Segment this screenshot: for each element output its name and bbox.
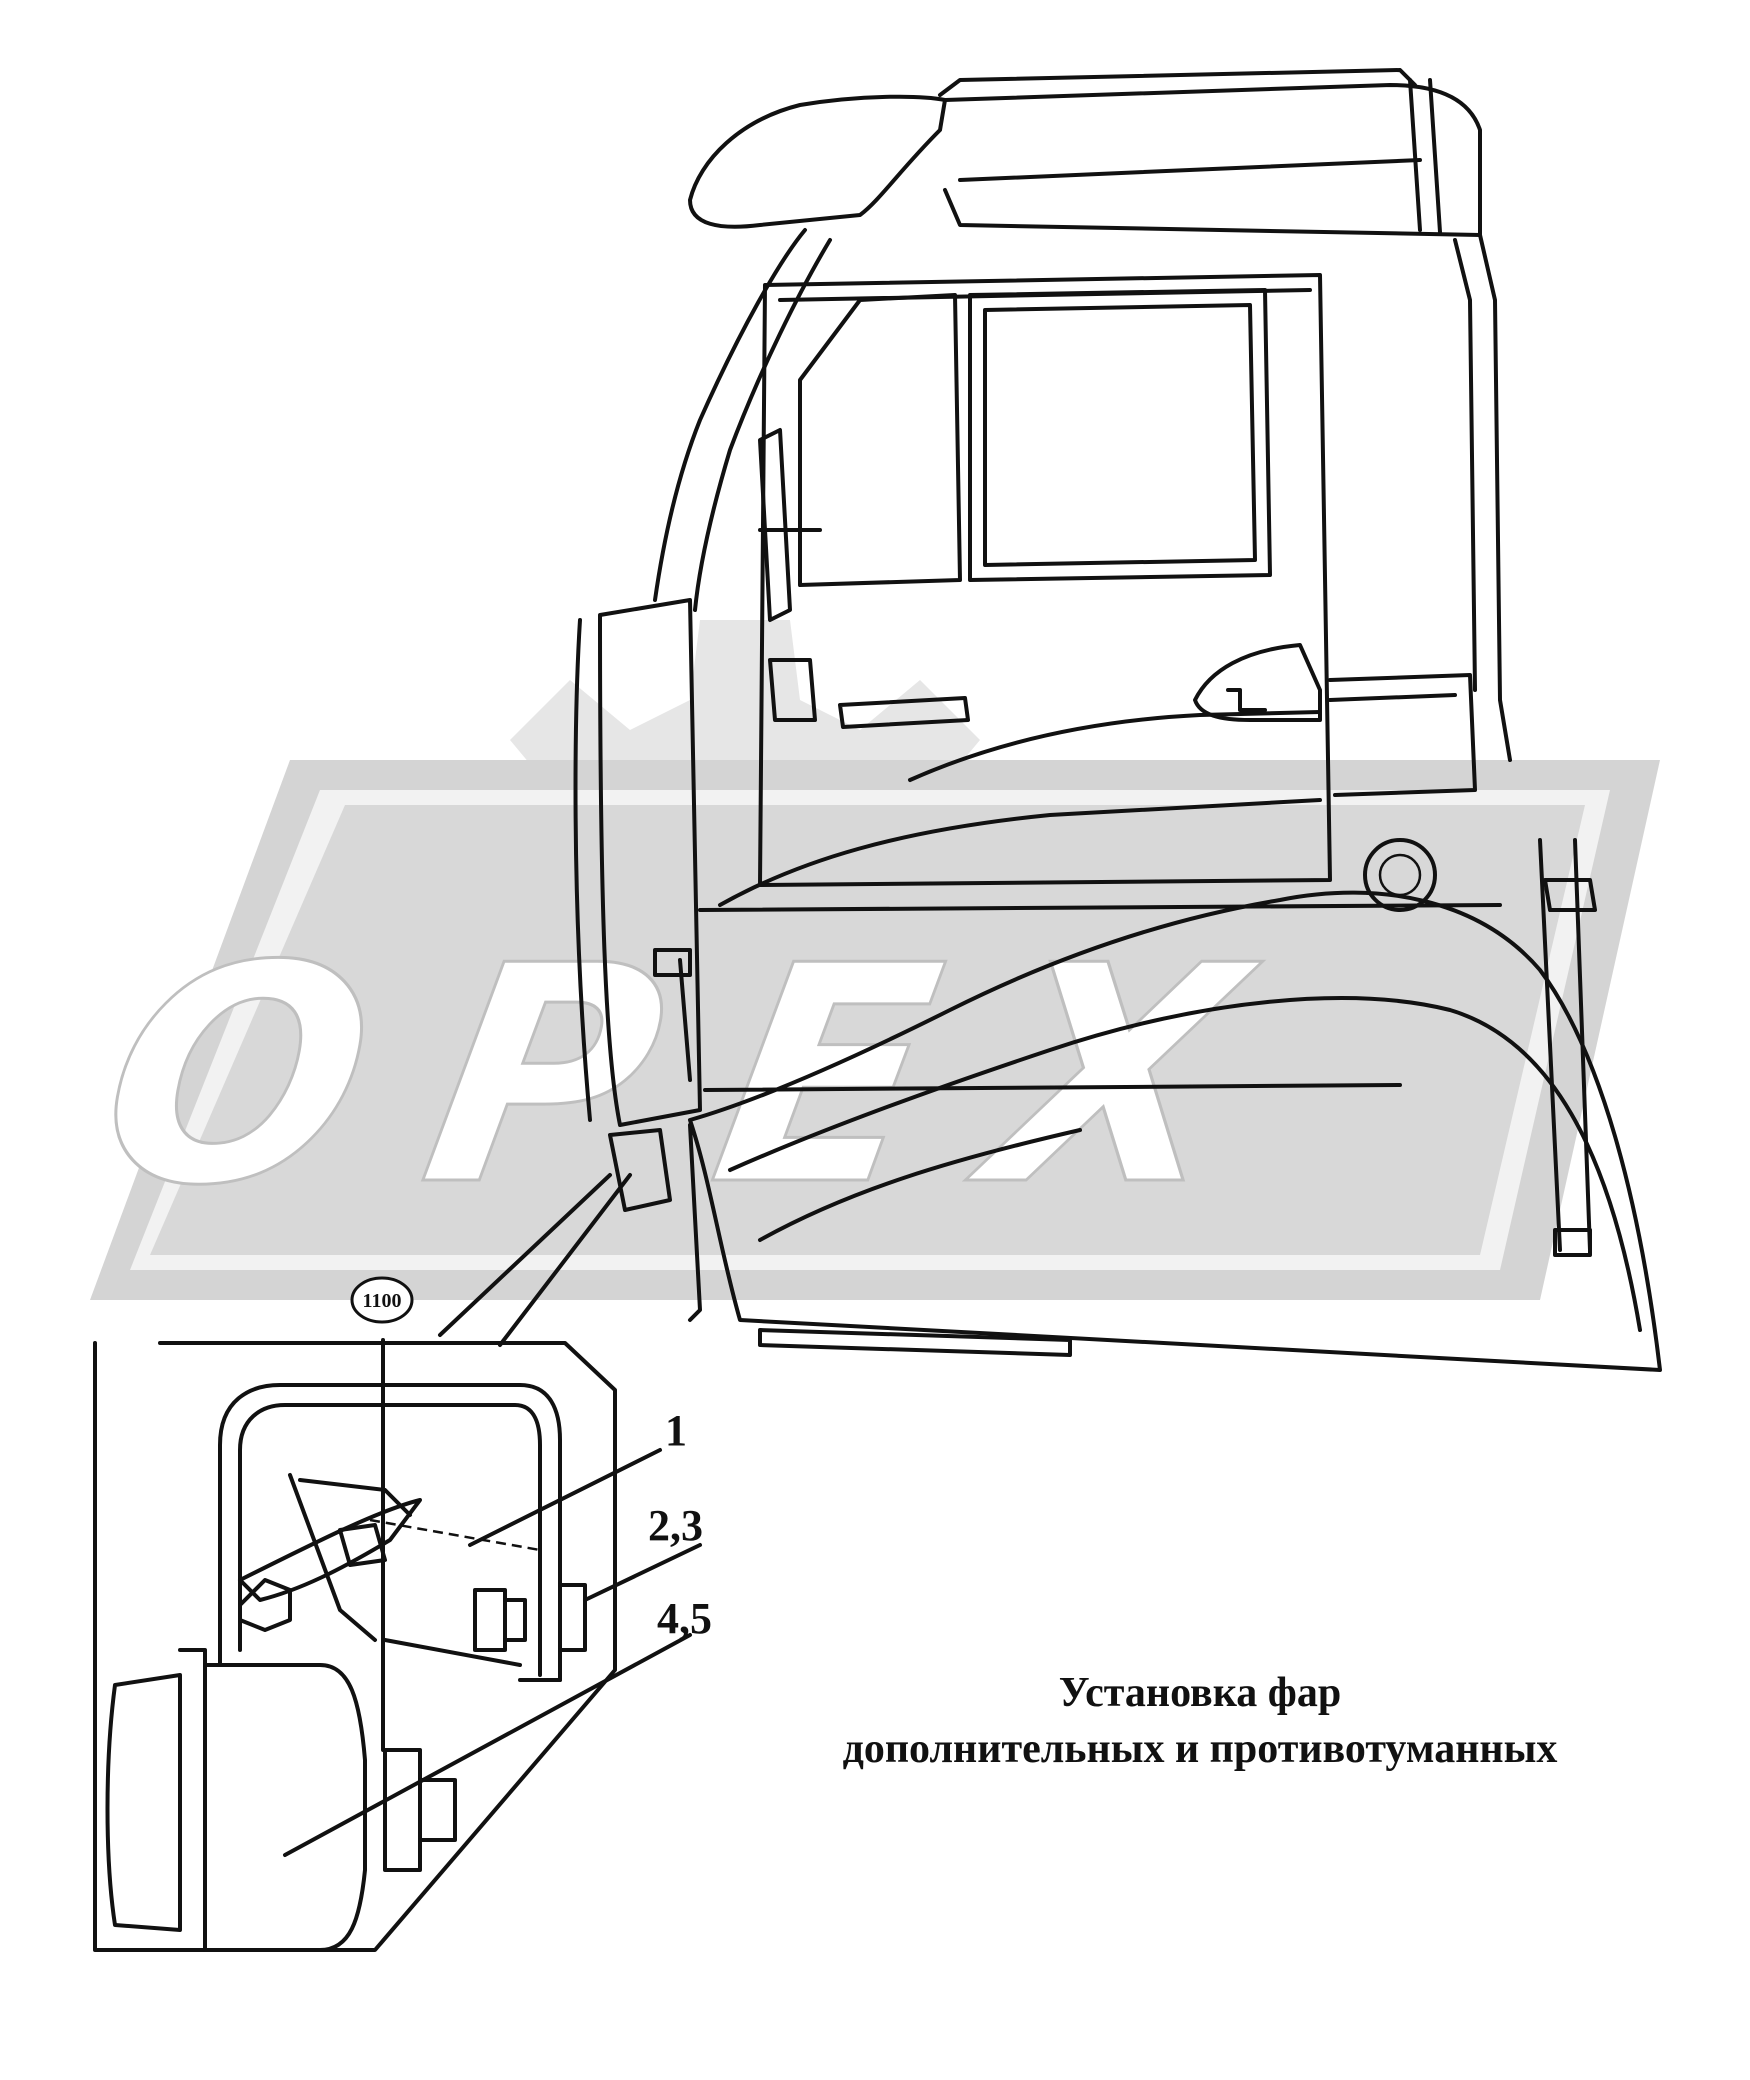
truck-cab [573,68,1662,1372]
callout-1: 1 [665,1406,687,1455]
lamp-mount [383,1748,422,1872]
door-frame [758,273,1332,887]
step [758,1328,1072,1357]
fuel-cap [1363,838,1437,912]
bolt-2-3 [473,1588,507,1652]
roof-spoiler [688,94,947,229]
hex-nut [238,1578,292,1632]
door-window-front [798,293,962,587]
front-fascia [598,598,702,1127]
leader-line-left [438,1173,612,1337]
callout-2-3: 2,3 [648,1501,703,1550]
callout-4-5: 4,5 [657,1594,712,1643]
door-handle [838,696,970,729]
headlamp [105,1673,182,1932]
door-window-main [968,288,1272,582]
leader-4-5 [283,1633,692,1857]
leader-2-3 [583,1543,702,1602]
leader-1 [468,1448,662,1547]
wheel-arch [688,890,1662,1372]
caption-subtitle: дополнительных и противотуманных [842,1726,1558,1772]
detail-frame [93,1338,702,1952]
caption-title: Установка фар [1058,1670,1342,1716]
reference-badge: 1100 [350,1276,414,1324]
caption: Установка фар дополнительных и противоту… [770,1665,1630,1777]
reference-badge-label: 1100 [363,1290,402,1312]
a-pillar [653,228,807,602]
mirror [758,428,792,622]
watermark-banner: OPEX [78,760,1660,1300]
lamp-arm [238,1498,422,1602]
bracket [218,1383,562,1682]
leader-line-right [498,1173,632,1347]
